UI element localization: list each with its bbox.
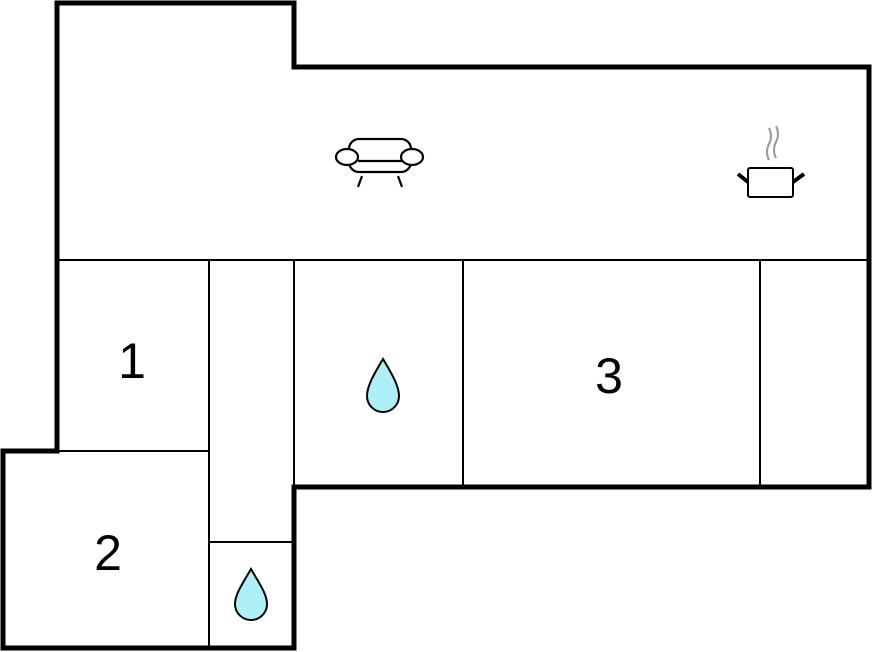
- sofa-icon: [334, 137, 425, 188]
- room-1-label: 1: [118, 333, 146, 389]
- interior-walls: [57, 259, 869, 648]
- room-3-label: 3: [595, 348, 623, 404]
- room-2-label: 2: [94, 525, 122, 581]
- water-drop-icon: [365, 357, 401, 413]
- cooking-pot-icon: [736, 125, 806, 198]
- water-drop-icon: [233, 566, 269, 621]
